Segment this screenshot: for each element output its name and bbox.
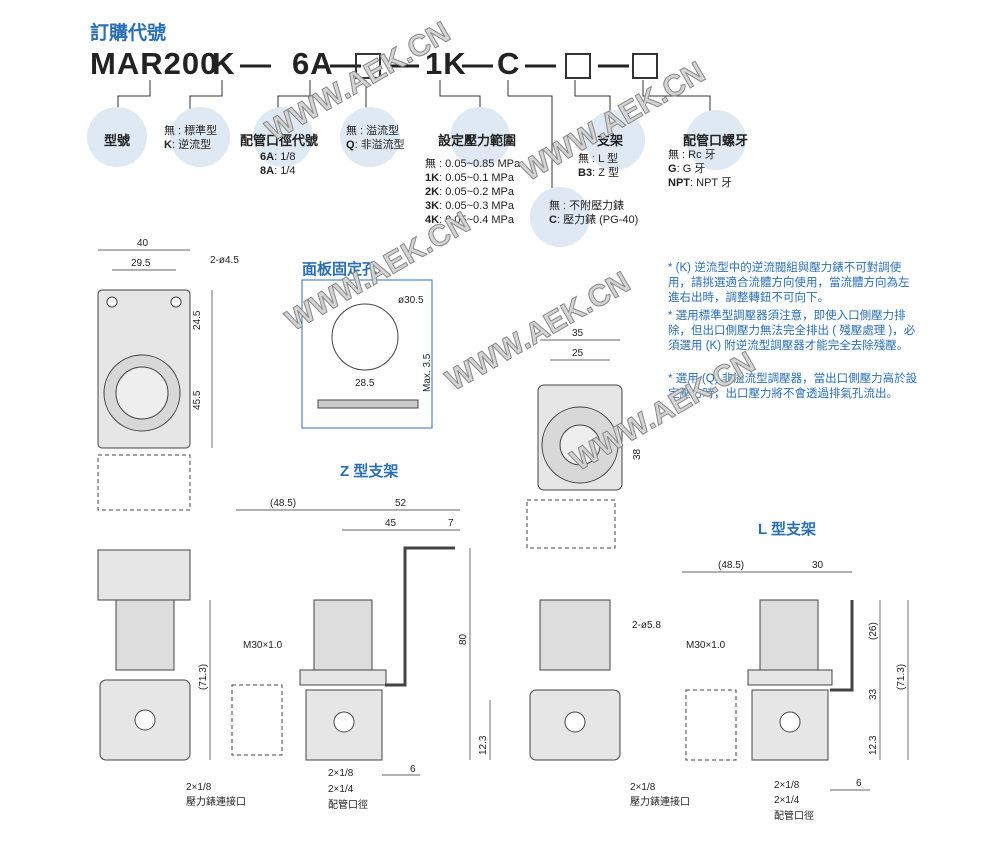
gauge-options: 無 : 不附壓力錶 C: 壓力錶 (PG-40) — [549, 200, 639, 226]
dim-r25: 25 — [572, 348, 584, 359]
circle-model — [87, 107, 147, 167]
l-bracket — [830, 600, 854, 692]
thread-z: M30×1.0 — [243, 640, 283, 651]
thread-options: 無 : Rc 牙 G: G 牙 NPT: NPT 牙 — [668, 149, 732, 189]
dim-z6: 6 — [410, 764, 416, 775]
code-dash: — — [598, 46, 630, 81]
label-thread: 配管口螺牙 — [683, 133, 749, 148]
panel-hole — [331, 303, 399, 371]
range-options: 無 : 0.05~0.85 MPa 1K: 0.05~0.1 MPa 2K: 0… — [425, 158, 521, 226]
dim-z52: 52 — [395, 498, 407, 509]
circle-flow — [170, 107, 230, 167]
gauge-port-label-mid: 壓力錶連接口 — [630, 795, 690, 808]
dim-r38: 38 — [632, 448, 643, 460]
note-3: * 選用 (Q) 非溢流型調壓器，當出口側壓力高於設定壓力時，出口壓力將不會透過… — [668, 373, 918, 400]
circle-range — [450, 107, 510, 167]
panel-d: ø30.5 — [398, 295, 424, 306]
port-18-l: 2×1/8 — [774, 780, 800, 791]
gauge-port-label-z: 壓力錶連接口 — [186, 795, 246, 808]
gauge-body — [97, 549, 191, 601]
code-dash: — — [525, 46, 557, 81]
mount-hole — [106, 296, 118, 308]
dim-z123: 12.3 — [478, 735, 489, 755]
dim-r35: 35 — [572, 328, 584, 339]
dim-z45: 45 — [385, 518, 397, 529]
note-1: * (K) 逆流型中的逆流閥組與壓力錶不可對調使用，請挑選適合流體方向使用，當流… — [668, 262, 910, 304]
port-14-l: 2×1/4 — [774, 795, 800, 806]
code-port: 6A — [292, 46, 334, 81]
dim-z485: (48.5) — [270, 498, 296, 509]
code-range: 1K — [425, 46, 467, 81]
panel-t: Max. 3.5 — [422, 353, 433, 392]
circle-relief — [340, 107, 400, 167]
dim-z7: 7 — [448, 518, 454, 529]
circle-gauge — [530, 187, 590, 247]
dim-h1: 24.5 — [192, 310, 203, 330]
z-bracket — [385, 546, 455, 687]
port-14-z: 2×1/4 — [328, 784, 354, 795]
dim-l33: 33 — [868, 688, 879, 700]
flow-options: 無 : 標準型 K: 逆流型 — [164, 125, 218, 151]
port-18-z: 2×1/8 — [328, 768, 354, 779]
code-dash: — — [388, 46, 420, 81]
bracket-options: 無 : L 型 B3: Z 型 — [578, 153, 619, 179]
z-bracket-title: Z 型支架 — [340, 463, 399, 480]
l-bracket-title: L 型支架 — [758, 521, 817, 538]
dim-l6: 6 — [856, 778, 862, 789]
code-box-relief — [355, 53, 381, 79]
gauge-port-mid: 2×1/8 — [630, 782, 656, 793]
mount-hole — [170, 296, 182, 308]
dim-l485: (48.5) — [718, 560, 744, 571]
dim-l713: (71.3) — [896, 664, 907, 690]
code-dash: — — [240, 46, 272, 81]
dim-holes: 2-ø4.5 — [210, 255, 239, 266]
gauge-outline — [97, 454, 191, 511]
dim-z713: (71.3) — [198, 664, 209, 690]
code-dash: — — [462, 46, 494, 81]
panel-w: 28.5 — [355, 378, 375, 389]
code-gauge: C — [497, 46, 521, 81]
l-knob — [759, 599, 819, 671]
dim-l123: 12.3 — [868, 735, 879, 755]
relief-options: 無 : 溢流型 Q: 非溢流型 — [346, 125, 405, 151]
dim-z80: 80 — [458, 633, 469, 645]
dim-l30: 30 — [812, 560, 824, 571]
circle-port — [253, 107, 313, 167]
dim-top-hole: 29.5 — [131, 258, 151, 269]
dim-l26: (26) — [868, 622, 879, 640]
code-box-thread — [632, 53, 658, 79]
z-knob — [313, 599, 373, 671]
label-range: 設定壓力範圍 — [438, 133, 517, 148]
dim-top-w: 40 — [137, 238, 149, 249]
code-connectors — [117, 80, 711, 188]
port-label-l: 配管口徑 — [774, 809, 814, 822]
circle-thread — [686, 110, 746, 170]
dim-h2: 45.5 — [192, 390, 203, 410]
hole-58: 2-ø5.8 — [632, 620, 661, 631]
label-bracket: 支架 — [597, 133, 624, 148]
circle-bracket — [585, 110, 645, 170]
panel-title: 面板固定孔 — [302, 261, 378, 278]
port-options: 6A: 1/8 8A: 1/4 — [260, 151, 296, 177]
note-2: * 選用標準型調壓器須注意，即使入口側壓力排除，但出口側壓力無法完全排出 ( 殘… — [668, 310, 916, 352]
label-model: 型號 — [104, 133, 131, 148]
panel-plate — [317, 399, 419, 409]
label-port: 配管口徑代號 — [240, 133, 319, 148]
port-label-z: 配管口徑 — [328, 798, 368, 811]
order-code-title: 訂購代號 — [90, 23, 167, 44]
thread-l: M30×1.0 — [686, 640, 726, 651]
gauge-port-z: 2×1/8 — [186, 782, 212, 793]
code-model: MAR200 — [90, 46, 219, 81]
code-k: K — [212, 46, 236, 81]
code-box-bracket — [565, 53, 591, 79]
